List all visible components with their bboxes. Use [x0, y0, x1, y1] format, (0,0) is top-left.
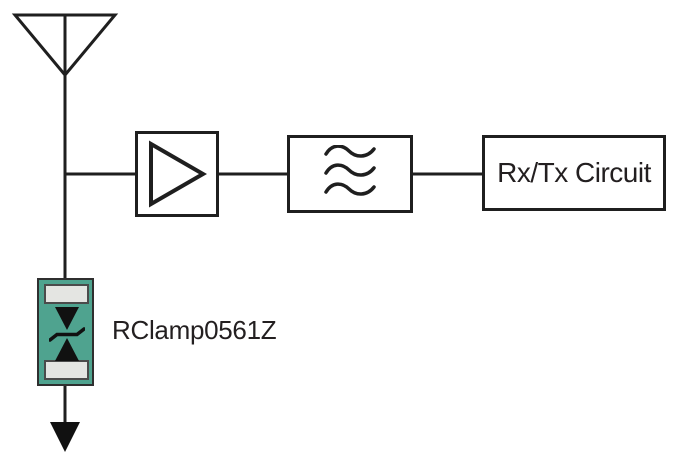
- ground-arrow-icon: [50, 385, 80, 452]
- tvs-pad-bottom: [44, 360, 89, 380]
- tvs-component: [37, 278, 94, 386]
- tvs-pad-top: [44, 284, 89, 304]
- tvs-bidirectional-diode-icon: [49, 307, 85, 361]
- amplifier-icon: [149, 140, 208, 208]
- filter-block: [287, 135, 413, 213]
- rxtx-circuit-block: Rx/Tx Circuit: [482, 135, 666, 211]
- filter-icon: [324, 145, 376, 196]
- amplifier-block: [135, 131, 219, 217]
- tvs-part-number-label: RClamp0561Z: [112, 315, 277, 345]
- antenna-icon: [11, 13, 119, 280]
- rxtx-circuit-label: Rx/Tx Circuit: [497, 157, 651, 188]
